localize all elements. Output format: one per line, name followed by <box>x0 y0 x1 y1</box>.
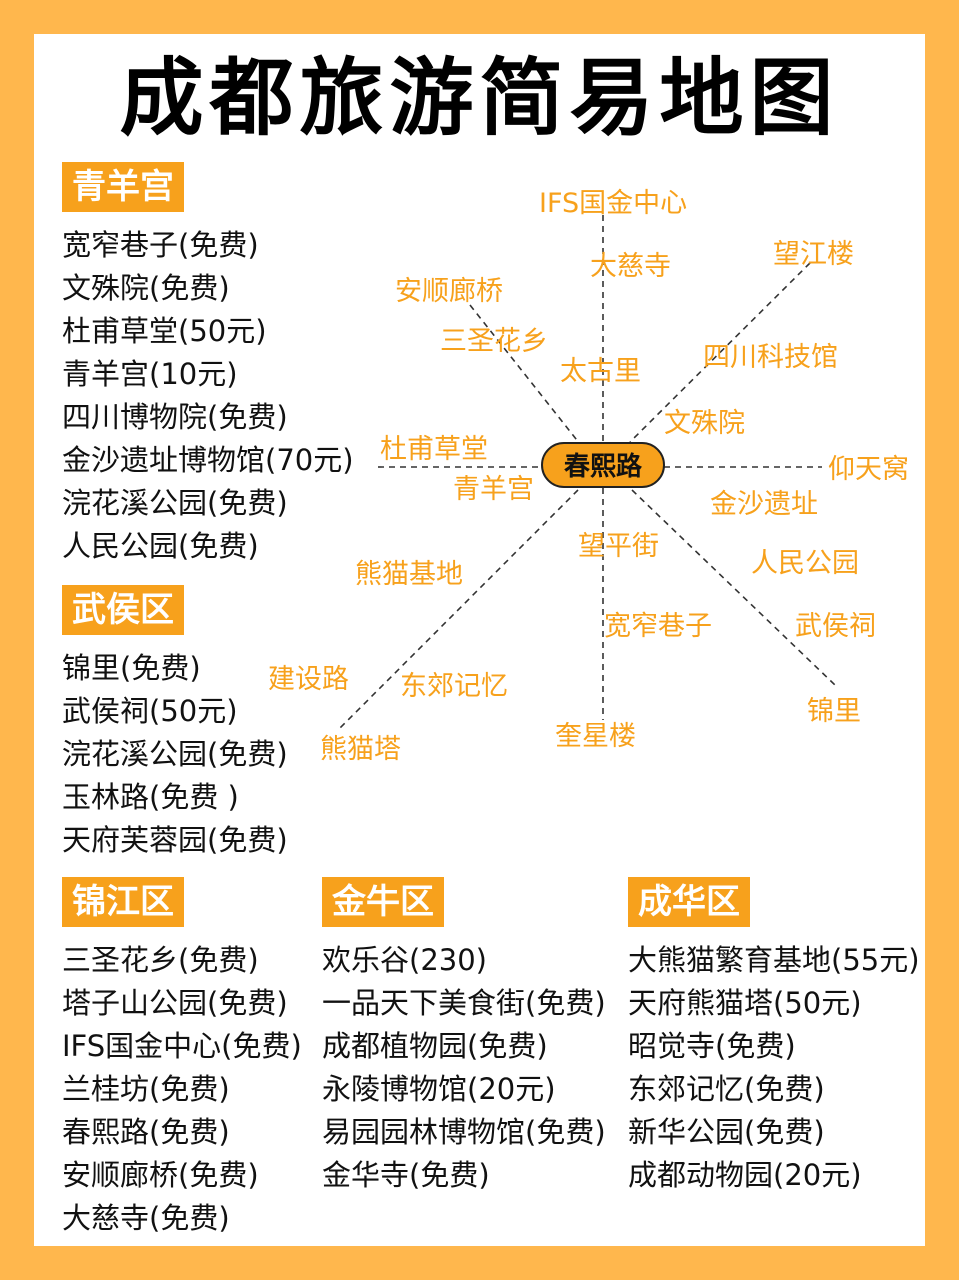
list-item: 天府熊猫塔(50元) <box>628 986 862 1020</box>
attraction-list-qingyang: 宽窄巷子(免费) 文殊院(免费) 杜甫草堂(50元) 青羊宫(10元) 四川博物… <box>62 224 354 568</box>
list-item: 锦里(免费) <box>62 651 201 685</box>
section-tag-jinjiang: 锦江区 <box>62 877 184 927</box>
section-tag-jinniu: 金牛区 <box>322 877 444 927</box>
section-tag-qingyang: 青羊宫 <box>62 162 184 212</box>
list-item: 武侯祠(50元) <box>62 694 238 728</box>
list-item: 昭觉寺(免费) <box>628 1029 796 1063</box>
list-item: 兰桂坊(免费) <box>62 1072 230 1106</box>
section-tag-wuhou: 武侯区 <box>62 585 184 635</box>
list-item: 浣花溪公园(免费) <box>62 737 288 771</box>
attraction-list-chenghua: 大熊猫繁育基地(55元) 天府熊猫塔(50元) 昭觉寺(免费) 东郊记忆(免费)… <box>628 939 920 1197</box>
list-item: 天府芙蓉园(免费) <box>62 823 288 857</box>
list-item: 三圣花乡(免费) <box>62 943 259 977</box>
list-item: 宽窄巷子(免费) <box>62 228 259 262</box>
list-item: 成都动物园(20元) <box>628 1158 862 1192</box>
list-item: 浣花溪公园(免费) <box>62 486 288 520</box>
list-item: 易园园林博物馆(免费) <box>322 1115 606 1149</box>
list-item: 青羊宫(10元) <box>62 357 238 391</box>
page-title: 成都旅游简易地图 <box>119 49 840 147</box>
list-item: 金华寺(免费) <box>322 1158 490 1192</box>
attraction-list-jinjiang: 三圣花乡(免费) 塔子山公园(免费) IFS国金中心(免费) 兰桂坊(免费) 春… <box>62 939 302 1240</box>
attraction-list-wuhou: 锦里(免费) 武侯祠(50元) 浣花溪公园(免费) 玉林路(免费 ) 天府芙蓉园… <box>62 647 288 862</box>
list-item: 大熊猫繁育基地(55元) <box>628 943 920 977</box>
list-item: 欢乐谷(230) <box>322 943 487 977</box>
list-item: 人民公园(免费) <box>62 529 259 563</box>
list-item: 玉林路(免费 ) <box>62 780 239 814</box>
section-tag-chenghua: 成华区 <box>628 877 750 927</box>
list-item: 成都植物园(免费) <box>322 1029 548 1063</box>
list-item: 文殊院(免费) <box>62 271 230 305</box>
list-item: 安顺廊桥(免费) <box>62 1158 259 1192</box>
list-item: 春熙路(免费) <box>62 1115 230 1149</box>
list-item: 东郊记忆(免费) <box>628 1072 825 1106</box>
list-item: 杜甫草堂(50元) <box>62 314 267 348</box>
list-item: 塔子山公园(免费) <box>62 986 288 1020</box>
list-item: 一品天下美食街(免费) <box>322 986 606 1020</box>
list-item: 大慈寺(免费) <box>62 1201 230 1235</box>
list-item: 四川博物院(免费) <box>62 400 288 434</box>
list-item: IFS国金中心(免费) <box>62 1029 302 1063</box>
attraction-list-jinniu: 欢乐谷(230) 一品天下美食街(免费) 成都植物园(免费) 永陵博物馆(20元… <box>322 939 606 1197</box>
list-item: 金沙遗址博物馆(70元) <box>62 443 354 477</box>
list-item: 新华公园(免费) <box>628 1115 825 1149</box>
list-item: 永陵博物馆(20元) <box>322 1072 556 1106</box>
